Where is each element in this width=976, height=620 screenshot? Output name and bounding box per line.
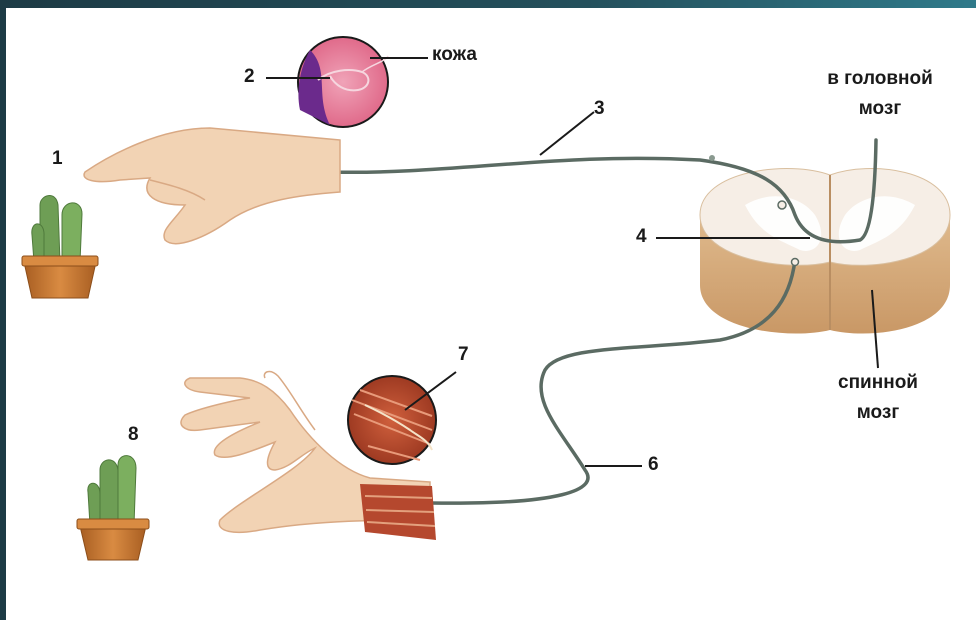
label-2: 2 (244, 66, 255, 88)
label-spinal-line1: спинной (808, 368, 948, 398)
label-brain-line1: в головной (800, 64, 960, 94)
label-6: 6 (648, 454, 659, 476)
label-8: 8 (128, 424, 139, 446)
pointing-hand (84, 128, 340, 244)
frame-top-bar (0, 0, 976, 8)
label-7: 7 (458, 344, 469, 366)
label-skin: кожа (432, 40, 477, 70)
cactus-upper (22, 196, 98, 298)
label-brain: в головной мозг (800, 64, 960, 124)
cactus-lower (77, 456, 149, 560)
leader-3 (540, 112, 594, 155)
label-brain-line2: мозг (800, 94, 960, 124)
nerve-node (709, 155, 715, 161)
forearm-muscle (360, 484, 436, 540)
motor-node (792, 259, 799, 266)
label-spinal-line2: мозг (808, 398, 948, 428)
label-spinal-cord: спинной мозг (808, 368, 948, 428)
label-4: 4 (636, 226, 647, 248)
synapse-node (778, 201, 786, 209)
frame-left-bar (0, 0, 6, 620)
label-1: 1 (52, 148, 63, 170)
skin-receptor-circle (298, 37, 388, 127)
muscle-effector-circle (348, 376, 436, 464)
label-3: 3 (594, 98, 605, 120)
spinal-cord-section (700, 168, 950, 333)
